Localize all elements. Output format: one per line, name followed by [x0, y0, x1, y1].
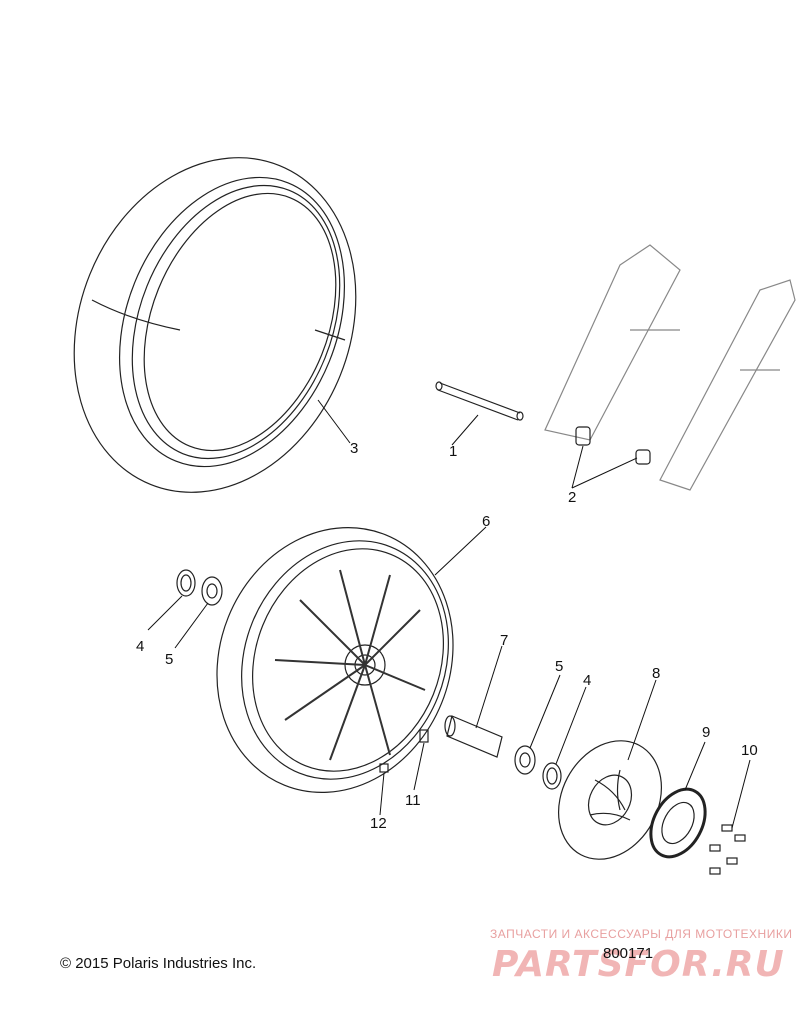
- diagram-number: 800171: [603, 945, 654, 962]
- callout-5-left: 5: [165, 651, 174, 668]
- valve-cap: [379, 763, 389, 773]
- axle: [435, 381, 524, 421]
- callout-9: 9: [702, 724, 711, 741]
- watermark-logo: PARTSFOR.RU: [492, 944, 785, 985]
- seal-left: [176, 569, 196, 597]
- bearing-right: [514, 745, 536, 775]
- callout-3: 3: [350, 440, 359, 457]
- tire: [73, 157, 357, 493]
- bearing-left: [201, 576, 223, 606]
- callout-5-right: 5: [555, 658, 564, 675]
- callout-1: 1: [449, 443, 458, 460]
- watermark-tagline: ЗАПЧАСТИ И АКСЕССУАРЫ ДЛЯ МОТОТЕХНИКИ: [490, 927, 793, 941]
- callout-4-right: 4: [583, 672, 592, 689]
- seal-right: [542, 762, 562, 790]
- rotor-carrier: [649, 787, 707, 859]
- spacer-tube: [444, 715, 503, 758]
- valve-stem: [419, 729, 429, 743]
- fork-legs: [544, 244, 796, 491]
- spacers: [575, 426, 651, 465]
- callout-2: 2: [568, 489, 577, 506]
- bolts: [709, 824, 746, 875]
- copyright-text: © 2015 Polaris Industries Inc.: [60, 955, 257, 972]
- callout-12: 12: [370, 815, 387, 832]
- callout-6: 6: [482, 513, 491, 530]
- leader-lines: [147, 399, 751, 829]
- callout-10: 10: [741, 742, 758, 759]
- callout-7: 7: [500, 632, 509, 649]
- callout-4-left: 4: [136, 638, 145, 655]
- wheel: [216, 527, 454, 793]
- callout-11: 11: [405, 792, 421, 809]
- callout-8: 8: [652, 665, 661, 682]
